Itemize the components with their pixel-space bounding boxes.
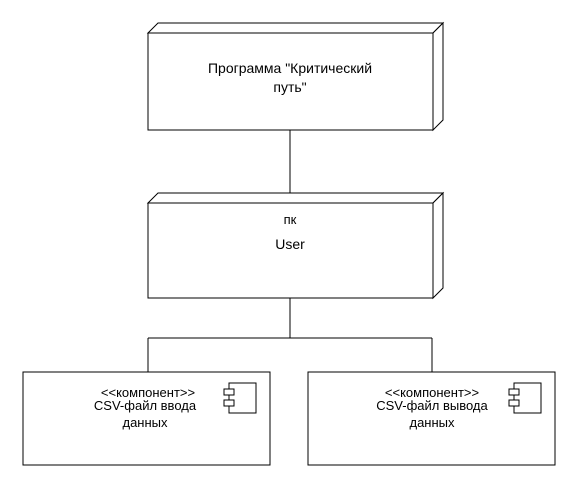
node-program-title-line2: путь" xyxy=(273,79,306,95)
component-output-csv[interactable]: <<компонент>> CSV-файл вывода данных xyxy=(307,371,556,466)
connectors xyxy=(147,130,433,372)
node-pc-name: User xyxy=(275,236,305,252)
component-input-csv-line1: CSV-файл ввода xyxy=(94,398,197,413)
node-pc-top-face xyxy=(146,192,445,204)
node-program-title-line1: Программа "Критический xyxy=(208,60,372,76)
component-output-csv-stereotype: <<компонент>> xyxy=(385,385,479,400)
component-output-csv-line1: CSV-файл вывода xyxy=(376,398,488,413)
component-icon xyxy=(508,382,542,414)
node-pc[interactable]: пк User xyxy=(146,191,445,300)
node-pc-side-face xyxy=(432,191,444,300)
component-output-csv-line2: данных xyxy=(409,415,455,430)
node-pc-stereotype: пк xyxy=(284,212,297,227)
component-icon xyxy=(223,382,257,414)
node-program-side-face xyxy=(432,21,444,132)
node-program-front-face xyxy=(147,32,434,131)
component-input-csv-line2: данных xyxy=(122,415,168,430)
component-input-csv[interactable]: <<компонент>> CSV-файл ввода данных xyxy=(22,371,271,466)
node-program[interactable]: Программа "Критический путь" xyxy=(146,21,445,132)
component-input-csv-stereotype: <<компонент>> xyxy=(101,385,195,400)
node-pc-front-face xyxy=(147,202,434,299)
node-program-top-face xyxy=(146,22,445,34)
